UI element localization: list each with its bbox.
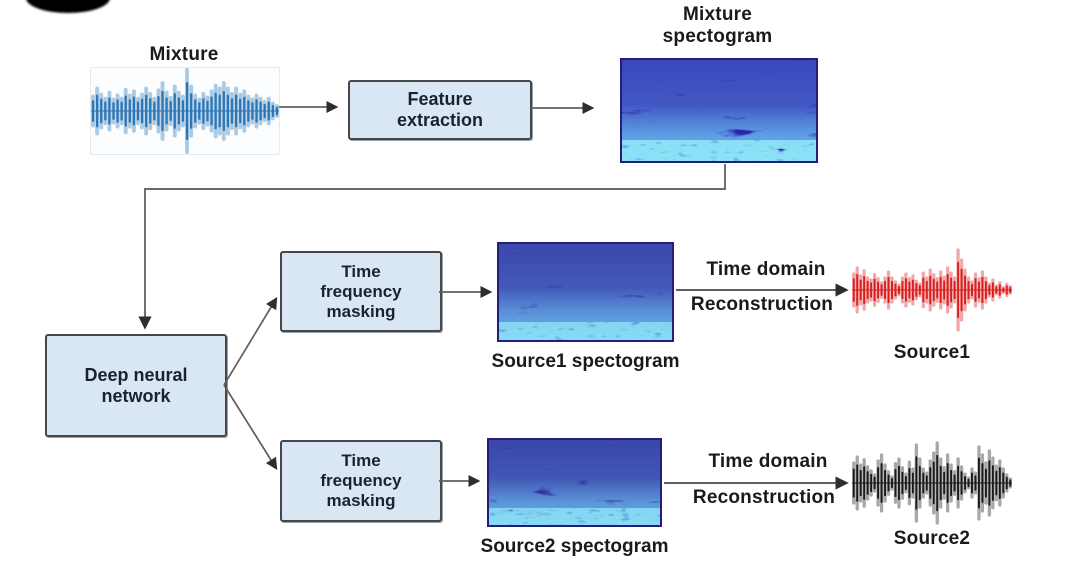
mixture-label: Mixture <box>149 44 219 65</box>
cropped-caption-artifact <box>26 0 110 13</box>
dnn-line1: Deep neural <box>84 364 188 385</box>
source1-spectrogram-image <box>497 242 674 342</box>
source2-spectogram-label: Source2 spectogram <box>480 536 669 557</box>
mixture-spectogram-label-line1: Mixture <box>683 4 752 25</box>
mixture-spectogram-label-line2: spectogram <box>662 26 773 47</box>
mixture-waveform-image <box>91 68 279 154</box>
dnn-line2: network <box>101 385 171 406</box>
source1-waveform <box>852 248 1012 332</box>
time-frequency-masking-bottom-box: Time frequency masking <box>280 440 442 522</box>
feature-extraction-line2: extraction <box>396 110 484 130</box>
tfm-bottom-line2: frequency <box>320 471 402 490</box>
source1-spectogram-label: Source1 spectogram <box>491 351 680 372</box>
source2-label: Source2 <box>893 528 971 549</box>
arrow-dnn-to-tfm-top <box>223 296 278 386</box>
mixture-spectogram-label: Mixture spectogram <box>615 4 820 48</box>
time-domain-top-label: Time domain <box>706 259 826 280</box>
source1-waveform-image <box>852 248 1012 332</box>
arrow-dnn-to-tfm-bottom <box>223 384 278 471</box>
tfm-bottom-line3: masking <box>326 491 396 510</box>
mixture-waveform <box>90 67 280 155</box>
tfm-top-line2: frequency <box>320 281 402 301</box>
source2-waveform <box>852 441 1012 525</box>
time-frequency-masking-top-box: Time frequency masking <box>280 251 442 332</box>
mixture-spectrogram-image <box>620 58 818 163</box>
tfm-top-line3: masking <box>326 301 396 321</box>
source2-waveform-image <box>852 441 1012 525</box>
reconstruction-bottom-label: Reconstruction <box>692 487 836 508</box>
feature-extraction-box: Feature extraction <box>348 80 532 140</box>
feature-extraction-line1: Feature <box>407 89 473 109</box>
time-domain-bottom-label: Time domain <box>708 451 828 472</box>
tfm-bottom-line1: Time <box>341 451 381 470</box>
deep-neural-network-box: Deep neural network <box>45 334 227 437</box>
tfm-top-line1: Time <box>341 261 381 281</box>
source2-spectrogram-image <box>487 438 662 527</box>
source1-label: Source1 <box>893 342 971 363</box>
reconstruction-top-label: Reconstruction <box>690 294 834 315</box>
